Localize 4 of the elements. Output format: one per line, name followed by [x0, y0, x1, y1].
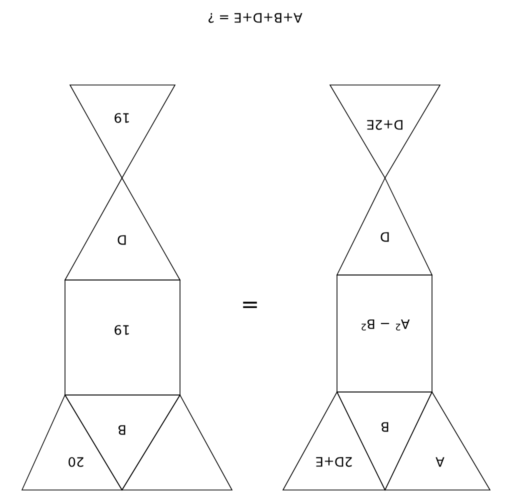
square-box: 19 [64, 280, 180, 396]
equals-sign: = [243, 302, 257, 308]
square-box: A$^{2}$ − B$^{2}$ [336, 274, 432, 392]
title: A+B+D+E = ? [208, 13, 302, 23]
